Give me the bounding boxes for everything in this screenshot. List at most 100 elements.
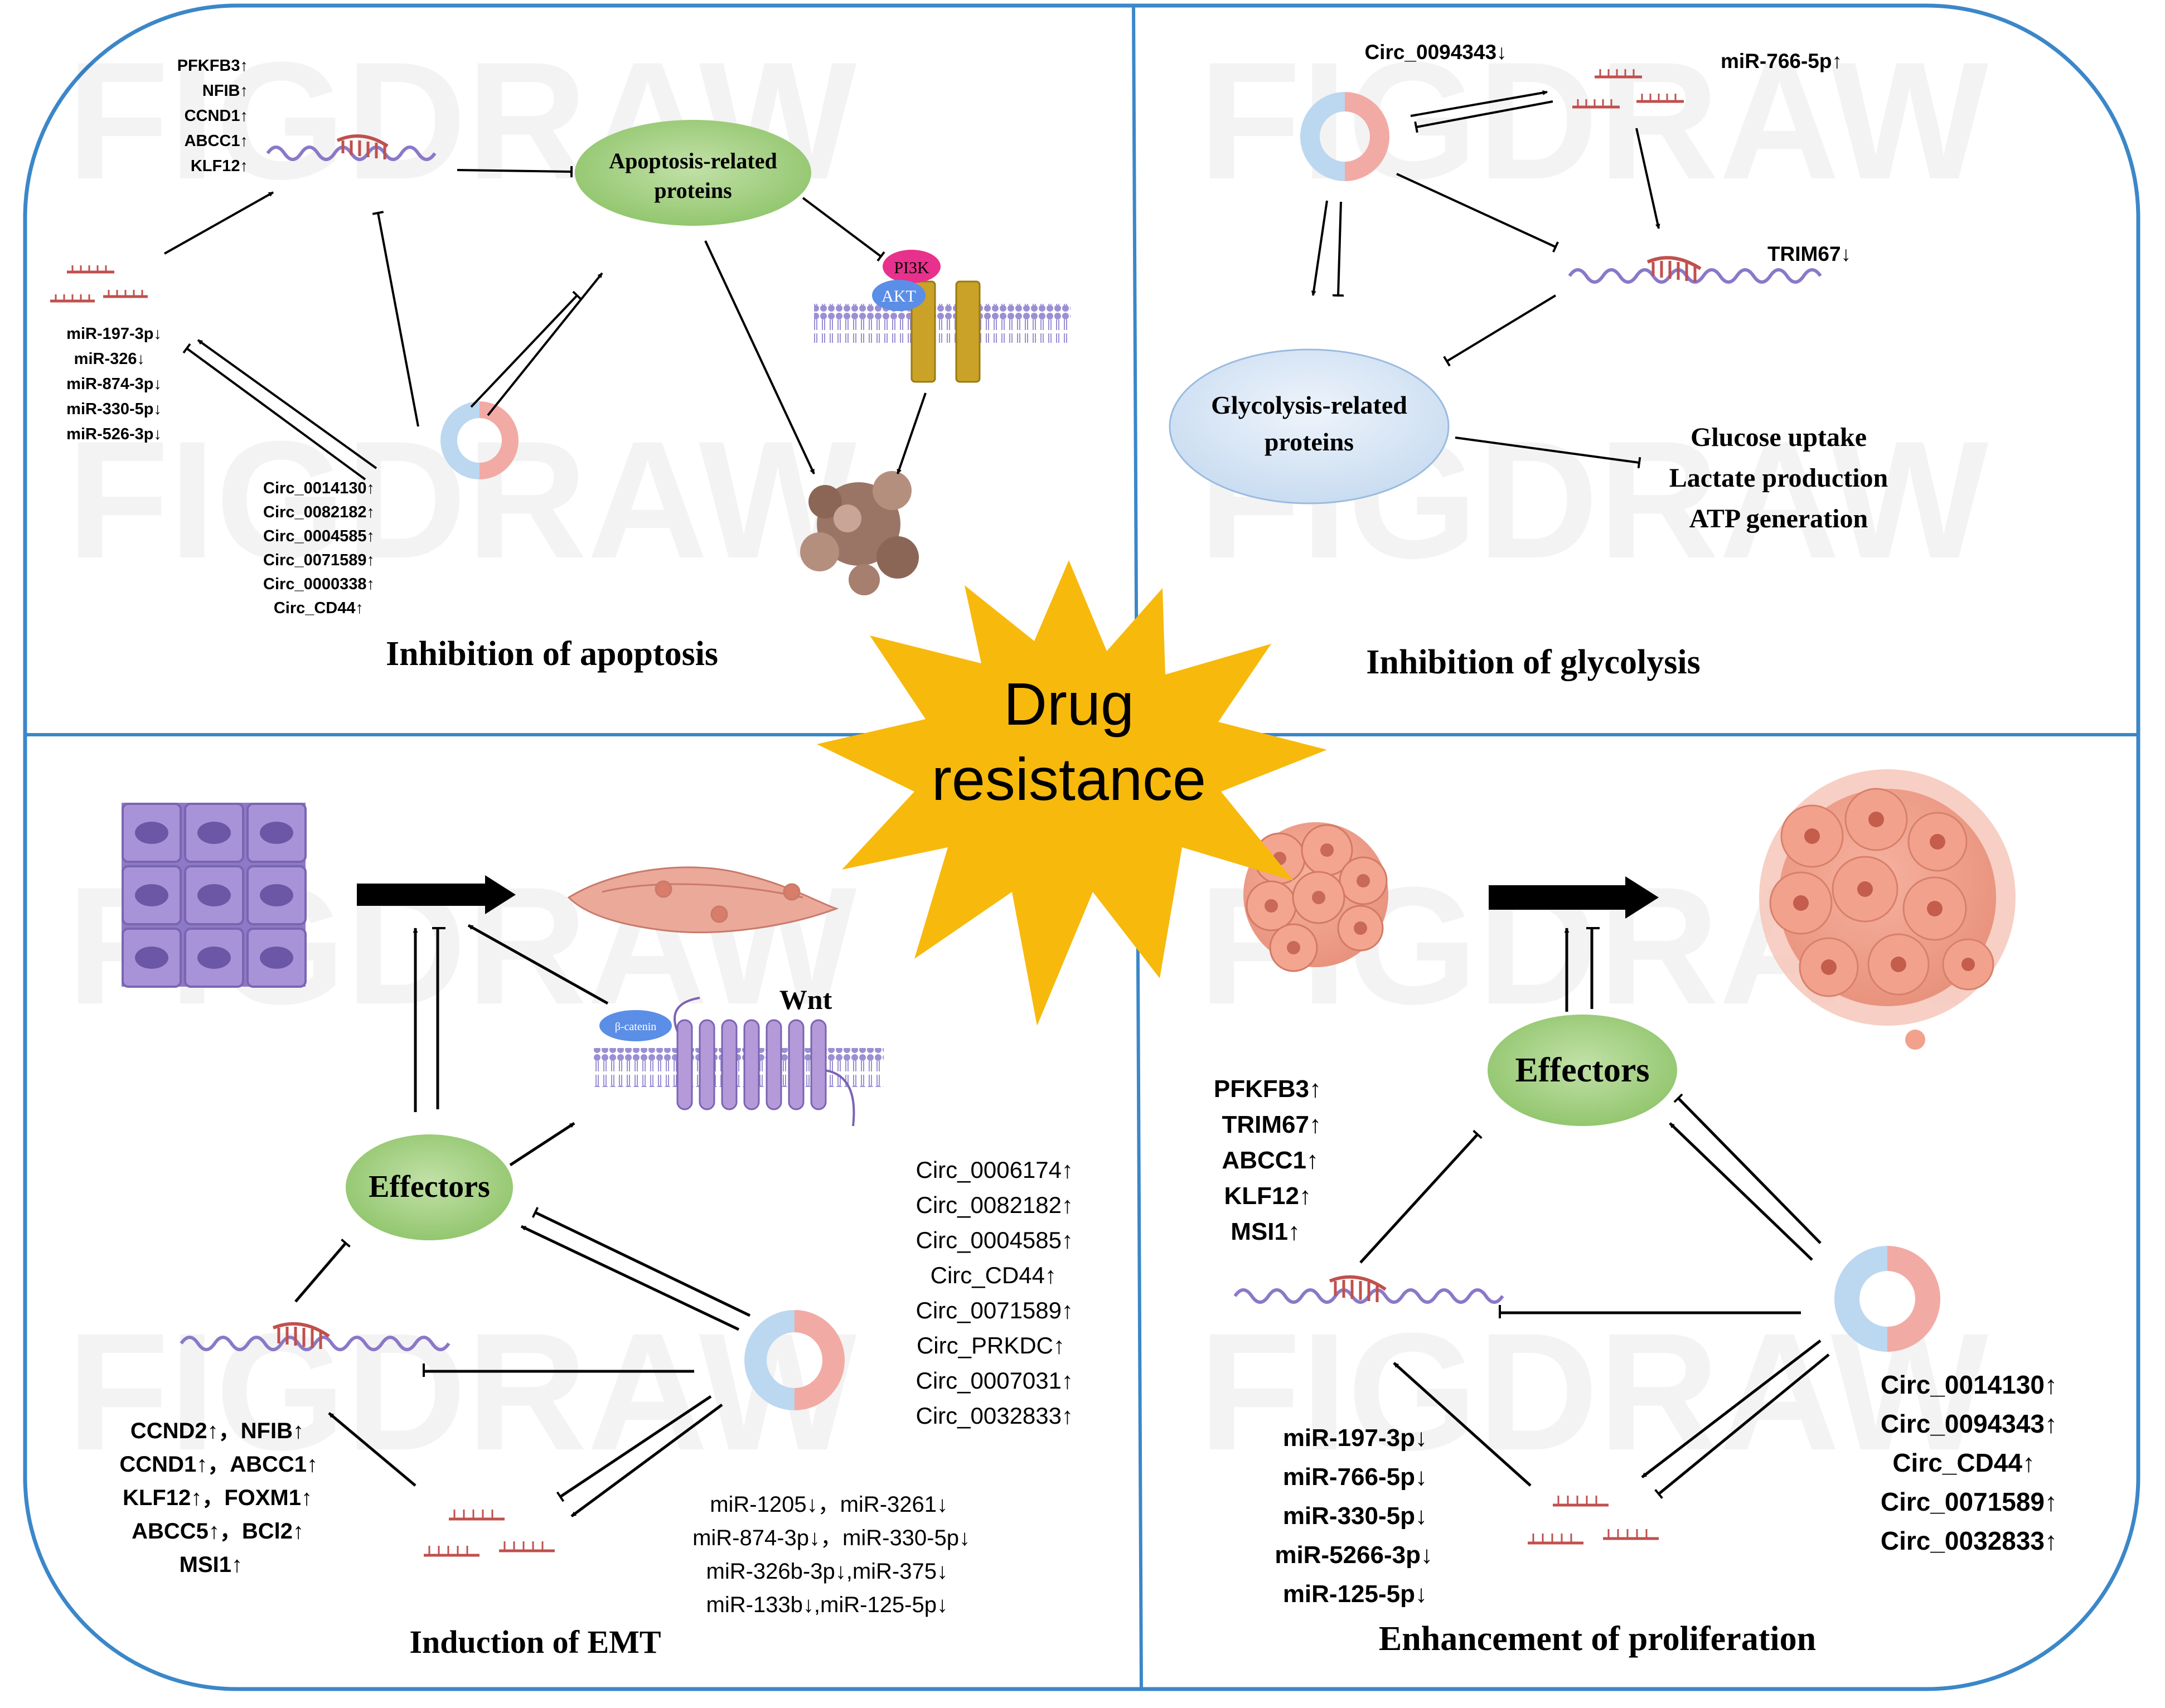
circ-label: Circ_0071589↑: [1881, 1487, 2057, 1516]
circ-label: Circ_CD44↑: [931, 1262, 1057, 1288]
emt-circ-list: Circ_0006174↑ Circ_0082182↑ Circ_0004585…: [916, 1157, 1073, 1429]
circ-label: Circ_0000338↑: [263, 575, 375, 593]
mirna-label: miR-330-5p↓: [66, 400, 162, 418]
circ-label: Circ_0004585↑: [263, 527, 375, 545]
mirna-label: miR-197-3p↓: [1283, 1424, 1427, 1452]
mirna-label: miR-874-3p↓，miR-330-5p↓: [692, 1526, 970, 1550]
small-tumor-icon: [1243, 822, 1388, 972]
emt-arrows: [294, 924, 751, 1518]
mirna-label: miR-125-5p↓: [1283, 1580, 1427, 1608]
cell-membrane: [814, 304, 1071, 343]
drug-resistance-star: Drug resistance: [817, 560, 1327, 1026]
proliferation-effectors-ellipse: [1488, 1015, 1677, 1126]
circ-label: Circ_0094343↓: [1364, 41, 1507, 64]
mirna-label: miR-874-3p↓: [66, 375, 162, 393]
mesenchymal-cells-icon: [567, 866, 839, 934]
glycolysis-arrows: [1311, 90, 1660, 469]
mrna-icon: [1568, 256, 1822, 284]
mrna-icon: [1233, 1275, 1504, 1304]
apoptosis-proteins-ellipse: [575, 120, 811, 226]
pi3k-icon: [883, 250, 941, 283]
panel-title-proliferation: Enhancement of proliferation: [1379, 1620, 1816, 1658]
apoptosis-mirna-list: miR-197-3p↓ miR-326↓ miR-874-3p↓ miR-330…: [66, 325, 162, 443]
mrna-icon: [266, 134, 437, 161]
emt-panel: β-catenin Wnt Effectors CCND2↑，NF: [119, 803, 1073, 1660]
target-label: PFKFB3↑: [1214, 1075, 1321, 1103]
target-label: ABCC1↑: [185, 132, 248, 150]
circ-label: Circ_0082182↑: [916, 1192, 1073, 1218]
mirna-label: miR-5266-3p↓: [1275, 1541, 1433, 1569]
target-label: MSI1↑: [180, 1552, 243, 1577]
mirna-icon: [1572, 69, 1684, 109]
mirna-label: miR-526-3p↓: [66, 425, 162, 443]
circrna-icon: [744, 1310, 845, 1410]
proliferation-target-list: PFKFB3↑ TRIM67↑ ABCC1↑ KLF12↑ MSI1↑: [1214, 1075, 1321, 1245]
mirna-label: miR-197-3p↓: [66, 325, 162, 343]
ellipse-label: Glycolysis-related: [1211, 391, 1407, 419]
proliferation-transition-arrow: [1489, 876, 1659, 919]
receptor: [955, 280, 981, 383]
circ-label: Circ_CD44↑: [274, 599, 364, 617]
proliferation-circ-list: Circ_0014130↑ Circ_0094343↑ Circ_CD44↑ C…: [1881, 1370, 2057, 1555]
outcome-label: Lactate production: [1669, 463, 1888, 493]
panel-title-glycolysis: Inhibition of glycolysis: [1366, 643, 1700, 681]
target-label: TRIM67↑: [1222, 1111, 1321, 1138]
circ-label: Circ_PRKDC↑: [917, 1332, 1065, 1358]
wnt-label: Wnt: [779, 984, 832, 1015]
mirna-label: miR-326b-3p↓,miR-375↓: [706, 1559, 948, 1584]
pi3k-label: PI3K: [894, 259, 929, 277]
ellipse-label: Effectors: [1515, 1051, 1650, 1089]
beta-catenin-label: β-catenin: [615, 1021, 657, 1033]
circ-label: Circ_0014130↑: [1881, 1370, 2057, 1399]
circ-label: Circ_0094343↑: [1881, 1409, 2057, 1438]
akt-label: AKT: [882, 287, 916, 305]
panel-title-apoptosis: Inhibition of apoptosis: [386, 635, 718, 673]
large-tumor-icon: [1759, 769, 2016, 1050]
proliferation-arrows: [1359, 927, 1830, 1500]
mirna-icon: [50, 265, 148, 303]
target-label: ABCC5↑，BCl2↑: [132, 1519, 304, 1544]
circ-label: Circ_CD44↑: [1892, 1448, 2035, 1477]
circrna-icon: [440, 401, 519, 479]
circ-label: Circ_0071589↑: [263, 551, 375, 569]
target-label: MSI1↑: [1231, 1218, 1300, 1245]
outcome-label: Glucose uptake: [1691, 423, 1867, 452]
circrna-icon: [1834, 1246, 1940, 1352]
ellipse-label: proteins: [654, 178, 732, 203]
emt-target-list: CCND2↑，NFIB↑ CCND1↑，ABCC1↑ KLF12↑，FOXM1↑…: [119, 1419, 318, 1577]
center-label: resistance: [932, 745, 1206, 813]
apoptotic-cell-icon: [800, 471, 919, 595]
center-label: Drug: [1004, 670, 1134, 737]
apoptosis-target-list: PFKFB3↑ NFIB↑ CCND1↑ ABCC1↑ KLF12↑: [177, 57, 248, 175]
circ-label: Circ_0007031↑: [916, 1367, 1073, 1394]
apoptosis-panel: PFKFB3↑ NFIB↑ CCND1↑ ABCC1↑ KLF12↑: [50, 57, 1071, 673]
circ-label: Circ_0014130↑: [263, 479, 375, 497]
target-label: PFKFB3↑: [177, 57, 248, 75]
ellipse-label: Apoptosis-related: [609, 148, 777, 173]
panel-title-emt: Induction of EMT: [409, 1624, 661, 1660]
wnt-membrane: [594, 997, 884, 1127]
watermark-text: FIGDRAW: [67, 1298, 858, 1485]
proliferation-panel: Effectors PFKFB3↑ TRIM67↑ ABCC1↑ KLF12↑ …: [1214, 769, 2057, 1658]
target-label: ABCC1↑: [1222, 1147, 1319, 1174]
mirna-label: miR-330-5p↓: [1283, 1502, 1427, 1530]
target-label: CCND2↑，NFIB↑: [130, 1419, 304, 1443]
mirna-label: miR-766-5p↑: [1721, 50, 1842, 72]
circ-label: Circ_0032833↑: [916, 1403, 1073, 1429]
mrna-icon: [180, 1322, 451, 1351]
beta-catenin-icon: [599, 1010, 672, 1041]
circ-label: Circ_0082182↑: [263, 503, 375, 521]
circ-label: Circ_0004585↑: [916, 1227, 1073, 1253]
glycolysis-proteins-ellipse: [1169, 348, 1450, 504]
glycolysis-outcomes: Glucose uptake Lactate production ATP ge…: [1669, 423, 1888, 533]
mirna-label: miR-766-5p↓: [1283, 1463, 1427, 1491]
apoptosis-circ-list: Circ_0014130↑ Circ_0082182↑ Circ_0004585…: [263, 479, 375, 617]
target-label: CCND1↑，ABCC1↑: [119, 1452, 318, 1477]
epithelial-cells-icon: [122, 803, 307, 988]
emt-transition-arrow: [357, 875, 516, 914]
mirna-icon: [1528, 1496, 1659, 1545]
target-label: NFIB↑: [202, 82, 248, 100]
watermark-text: FIGDRAW: [67, 406, 858, 593]
mirna-label: miR-133b↓,miR-125-5p↓: [706, 1593, 948, 1617]
